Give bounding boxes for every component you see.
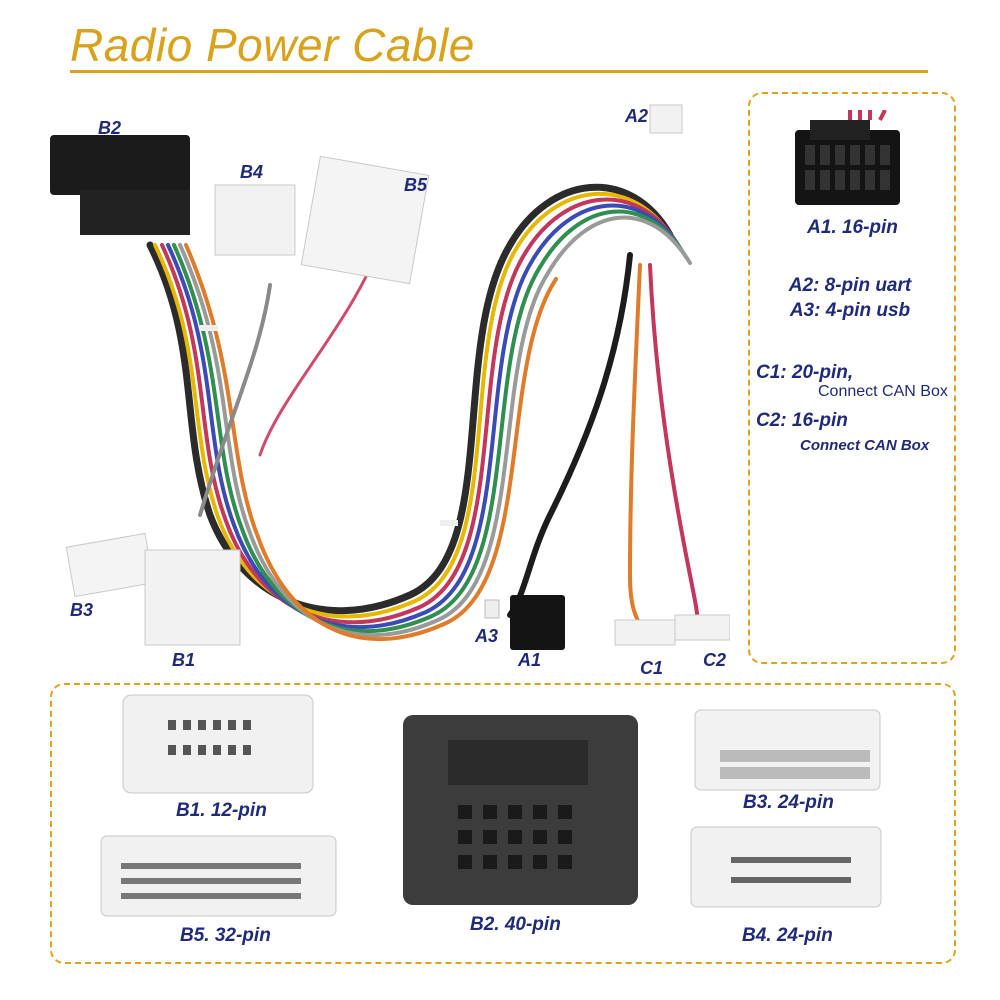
caption-b5: B5. 32-pin xyxy=(180,925,271,946)
label-a1: A1 xyxy=(518,650,542,670)
spec-c2-sub: Connect CAN Box xyxy=(800,437,930,454)
label-b5: B5 xyxy=(404,175,428,195)
spec-c2-head: C2: 16-pin xyxy=(756,410,848,431)
a1-connector-photo xyxy=(795,110,900,205)
caption-b1: B1. 12-pin xyxy=(176,800,267,821)
label-b4: B4 xyxy=(240,162,264,182)
caption-b2: B2. 40-pin xyxy=(470,914,561,935)
b2-connector-photo xyxy=(403,715,638,905)
b3-connector-photo xyxy=(694,709,881,791)
label-c2: C2 xyxy=(703,650,727,670)
b4-connector-photo xyxy=(690,826,882,908)
caption-b4: B4. 24-pin xyxy=(742,925,833,946)
harness-photo xyxy=(50,104,730,650)
title-divider xyxy=(70,70,928,73)
spec-c1-sub: Connect CAN Box xyxy=(818,383,948,400)
spec-c1-head: C1: 20-pin, xyxy=(756,362,854,383)
label-b3: B3 xyxy=(70,600,94,620)
spec-a2: A2: 8-pin uart xyxy=(788,275,912,296)
b5-connector-photo xyxy=(100,835,337,917)
label-b1: B1 xyxy=(172,650,196,670)
spec-a1: A1. 16-pin xyxy=(807,217,898,238)
label-a2: A2 xyxy=(625,106,649,126)
b1-connector-photo xyxy=(122,694,314,794)
label-a3: A3 xyxy=(475,626,499,646)
caption-b3: B3. 24-pin xyxy=(743,792,834,813)
spec-a3: A3: 4-pin usb xyxy=(789,300,911,321)
label-c1: C1 xyxy=(640,658,664,678)
page-title: Radio Power Cable xyxy=(70,19,475,71)
connector-gallery-box xyxy=(50,683,956,964)
label-b2: B2 xyxy=(98,118,122,138)
pinout-spec-box xyxy=(748,92,956,664)
